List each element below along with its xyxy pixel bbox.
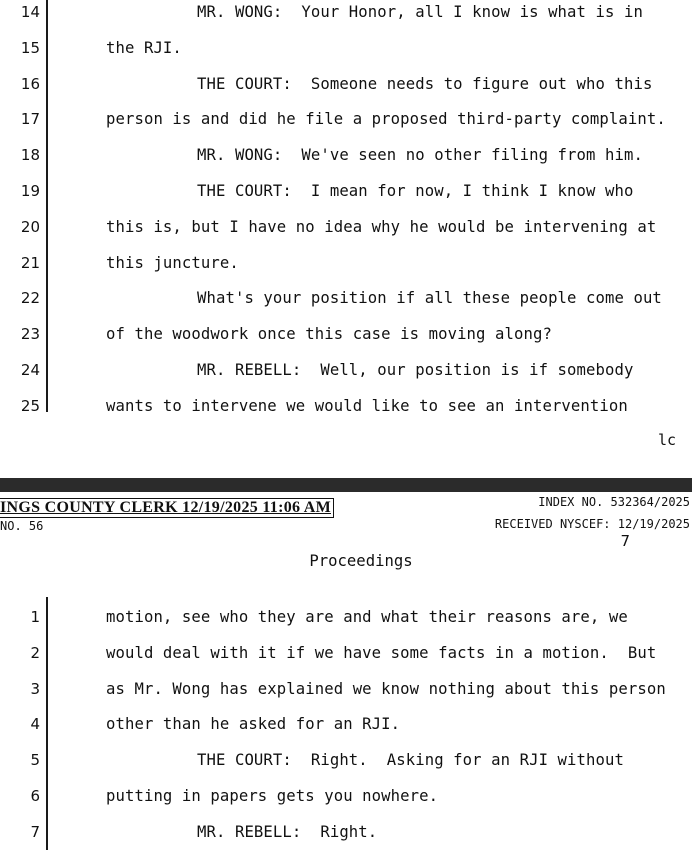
line-number: 14 xyxy=(20,3,40,21)
line-text: THE COURT: I mean for now, I think I kno… xyxy=(197,182,634,200)
line-number: 5 xyxy=(30,751,40,770)
line-text: person is and did he file a proposed thi… xyxy=(106,110,666,129)
transcript-line: 24 MR. REBELL: Well, our position is if s… xyxy=(0,360,692,396)
county-clerk-stamp: INGS COUNTY CLERK 12/19/2025 11:06 AM xyxy=(0,498,334,518)
line-number: 1 xyxy=(30,608,40,626)
transcript-line: 20 this is, but I have no idea why he wou… xyxy=(0,217,692,253)
line-text: putting in papers gets you nowhere. xyxy=(106,787,439,805)
line-number: 20 xyxy=(20,217,40,236)
line-text: THE COURT: Someone needs to figure out w… xyxy=(197,74,653,93)
line-text: this juncture. xyxy=(106,253,239,272)
line-text: MR. REBELL: Right. xyxy=(197,822,378,841)
transcript-line: 7 MR. REBELL: Right. xyxy=(0,822,692,858)
received-date: RECEIVED NYSCEF: 12/19/2025 xyxy=(494,517,690,531)
transcript-line: 2 would deal with it if we have some fact… xyxy=(0,643,692,679)
transcript-line: 22 What's your position if all these peop… xyxy=(0,288,692,324)
line-text: of the woodwork once this case is moving… xyxy=(106,325,552,344)
doc-number: NO. 56 xyxy=(0,519,44,533)
line-text: MR. WONG: We've seen no other filing fro… xyxy=(197,146,643,165)
transcript-line: 18 MR. WONG: We've seen no other filing f… xyxy=(0,145,692,181)
line-text: other than he asked for an RJI. xyxy=(106,715,401,734)
line-number: 24 xyxy=(20,361,40,379)
line-number: 21 xyxy=(20,253,40,272)
transcript-line: 16 THE COURT: Someone needs to figure out… xyxy=(0,74,692,110)
line-text: motion, see who they are and what their … xyxy=(106,608,628,626)
line-number: 3 xyxy=(30,679,40,698)
transcript-line: 14 MR. WONG: Your Honor, all I know is wh… xyxy=(0,2,692,38)
line-text: this is, but I have no idea why he would… xyxy=(106,217,657,236)
transcript-line: 3 as Mr. Wong has explained we know nothi… xyxy=(0,679,692,715)
transcript-line: 19 THE COURT: I mean for now, I think I k… xyxy=(0,181,692,217)
line-text: THE COURT: Right. Asking for an RJI with… xyxy=(197,751,624,770)
transcript-line: 15 the RJI. xyxy=(0,38,692,74)
transcript-line: 6 putting in papers gets you nowhere. xyxy=(0,786,692,822)
left-margin-rule xyxy=(46,597,48,850)
page-separator xyxy=(0,478,692,492)
line-number: 6 xyxy=(30,787,40,805)
transcript-line: 17 person is and did he file a proposed t… xyxy=(0,109,692,145)
line-number: 7 xyxy=(30,822,40,841)
line-text: the RJI. xyxy=(106,38,182,57)
line-text: would deal with it if we have some facts… xyxy=(106,643,657,662)
line-text: MR. REBELL: Well, our position is if som… xyxy=(197,361,634,379)
line-text: wants to intervene we would like to see … xyxy=(106,396,628,415)
left-margin-rule xyxy=(46,0,48,412)
line-number: 18 xyxy=(20,146,40,165)
line-number: 15 xyxy=(20,38,40,57)
line-number: 16 xyxy=(20,74,40,93)
line-text: as Mr. Wong has explained we know nothin… xyxy=(106,679,666,698)
line-number: 17 xyxy=(20,110,40,129)
transcript-line: 25 wants to intervene we would like to se… xyxy=(0,396,692,432)
transcript-line: 21 this juncture. xyxy=(0,253,692,289)
line-number: 4 xyxy=(30,715,40,734)
line-number: 2 xyxy=(30,643,40,662)
page-number: 7 xyxy=(620,532,630,550)
transcript-line: 23 of the woodwork once this case is movi… xyxy=(0,324,692,360)
line-number: 19 xyxy=(20,182,40,200)
line-text: What's your position if all these people… xyxy=(197,289,662,308)
page-title: Proceedings xyxy=(309,552,413,570)
transcript-page-upper: 14 MR. WONG: Your Honor, all I know is wh… xyxy=(0,0,692,449)
index-number: INDEX NO. 532364/2025 xyxy=(538,495,690,509)
line-number: 23 xyxy=(20,325,40,344)
transcript-line: 5 THE COURT: Right. Asking for an RJI wit… xyxy=(0,750,692,786)
line-number: 22 xyxy=(20,289,40,308)
line-text: MR. WONG: Your Honor, all I know is what… xyxy=(197,3,643,21)
page-code: lc xyxy=(657,431,676,449)
transcript-line: 4 other than he asked for an RJI. xyxy=(0,714,692,750)
transcript-line: 1 motion, see who they are and what their… xyxy=(0,607,692,643)
transcript-page-lower: INGS COUNTY CLERK 12/19/2025 11:06 AM NO… xyxy=(0,492,692,850)
line-number: 25 xyxy=(20,396,40,415)
